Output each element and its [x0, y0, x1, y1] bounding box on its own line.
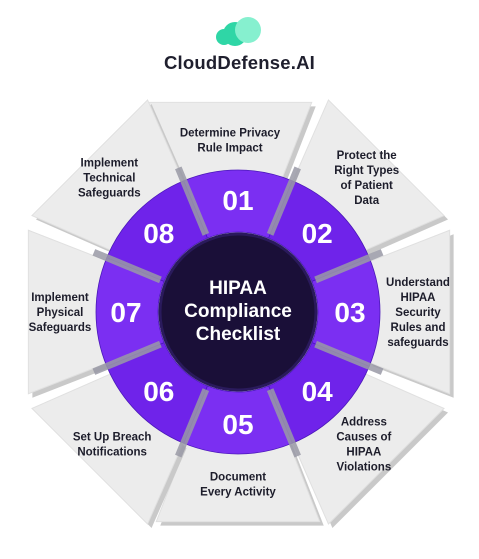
segment-label-04-line-2: Causes of: [336, 431, 391, 443]
step-number-02: 02: [302, 218, 333, 249]
center-title-line-2: Compliance: [184, 301, 292, 322]
cloud-logo-icon: [216, 17, 261, 46]
segment-label-04-line-3: HIPAA: [346, 446, 381, 458]
segment-label-03-line-3: Security: [395, 307, 441, 319]
segment-label-03-line-5: safeguards: [387, 337, 448, 349]
brand-header: CloudDefense.AI: [0, 0, 479, 80]
segment-label-03-line-2: HIPAA: [401, 292, 436, 304]
step-number-01: 01: [222, 185, 253, 216]
segment-label-06-line-2: Notifications: [77, 446, 147, 458]
center-circle: [158, 232, 318, 392]
step-number-07: 07: [110, 297, 141, 328]
center-title-line-1: HIPAA: [209, 278, 267, 299]
segment-label-08-line-1: Implement: [81, 157, 139, 169]
segment-label-03-line-4: Rules and: [391, 322, 446, 334]
divider-spoke: [266, 388, 301, 458]
step-number-05: 05: [222, 409, 253, 440]
segment-label-02-line-4: Data: [354, 195, 380, 207]
segment-label-02-line-3: of Patient: [340, 180, 393, 192]
center-hub: HIPAA Compliance Checklist: [158, 232, 318, 392]
divider-spoke: [314, 249, 384, 284]
step-number-06: 06: [143, 376, 174, 407]
divider-spoke: [175, 166, 210, 236]
segment-label-07-line-3: Safeguards: [29, 322, 92, 334]
step-number-04: 04: [302, 376, 334, 407]
segment-label-05-line-2: Every Activity: [200, 487, 276, 499]
segment-label-01-line-1: Determine Privacy: [180, 128, 281, 140]
segment-label-07-line-1: Implement: [31, 292, 89, 304]
center-title-line-3: Checklist: [196, 324, 281, 345]
step-number-03: 03: [334, 297, 365, 328]
divider-spoke: [92, 340, 162, 375]
segment-label-07-line-2: Physical: [37, 307, 84, 319]
segment-label-05-line-1: Document: [210, 472, 266, 484]
segment-label-08-line-2: Technical: [83, 172, 135, 184]
divider-spoke: [175, 388, 210, 458]
segment-label-01-line-2: Rule Impact: [197, 143, 262, 155]
segment-label-06-line-1: Set Up Breach: [73, 431, 152, 443]
segment-label-04-line-1: Address: [341, 416, 387, 428]
segment-label-02-line-1: Protect the: [337, 150, 397, 162]
segment-label-04-line-4: Violations: [336, 461, 391, 473]
segment-label-03-line-1: Understand: [386, 277, 450, 289]
divider-spoke: [92, 249, 162, 284]
brand-name: CloudDefense.AI: [163, 52, 316, 73]
segment-label-08-line-3: Safeguards: [78, 187, 141, 199]
segment-label-02-line-2: Right Types: [334, 165, 399, 177]
divider-spoke: [314, 340, 384, 375]
divider-spoke: [266, 166, 301, 236]
step-number-08: 08: [143, 218, 174, 249]
